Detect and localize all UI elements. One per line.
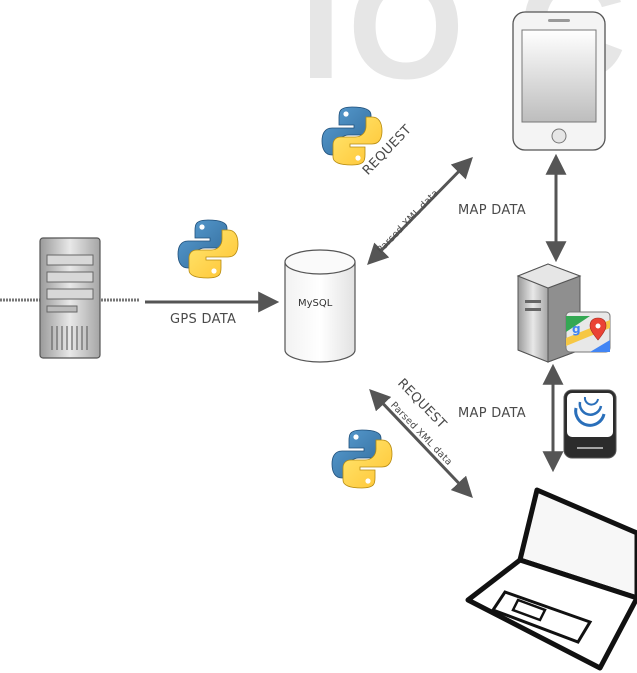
smartphone-icon bbox=[512, 11, 606, 151]
database-icon bbox=[284, 249, 356, 363]
map-data-label-lower: MAP DATA bbox=[458, 406, 526, 421]
python-logo bbox=[177, 219, 239, 279]
database-label: MySQL bbox=[298, 298, 333, 309]
laptop-request-arrow bbox=[369, 388, 473, 499]
laptop-icon bbox=[465, 487, 637, 671]
server-icon bbox=[0, 237, 140, 359]
map-server-icon bbox=[516, 263, 582, 363]
gps-data-label: GPS DATA bbox=[170, 312, 237, 327]
svg-text:g: g bbox=[572, 322, 581, 336]
python-logo bbox=[331, 429, 393, 489]
google-maps-icon: g bbox=[565, 311, 611, 353]
jquery-icon bbox=[563, 389, 617, 459]
map-data-label-upper: MAP DATA bbox=[458, 203, 526, 218]
phone-request-arrow bbox=[367, 157, 473, 265]
